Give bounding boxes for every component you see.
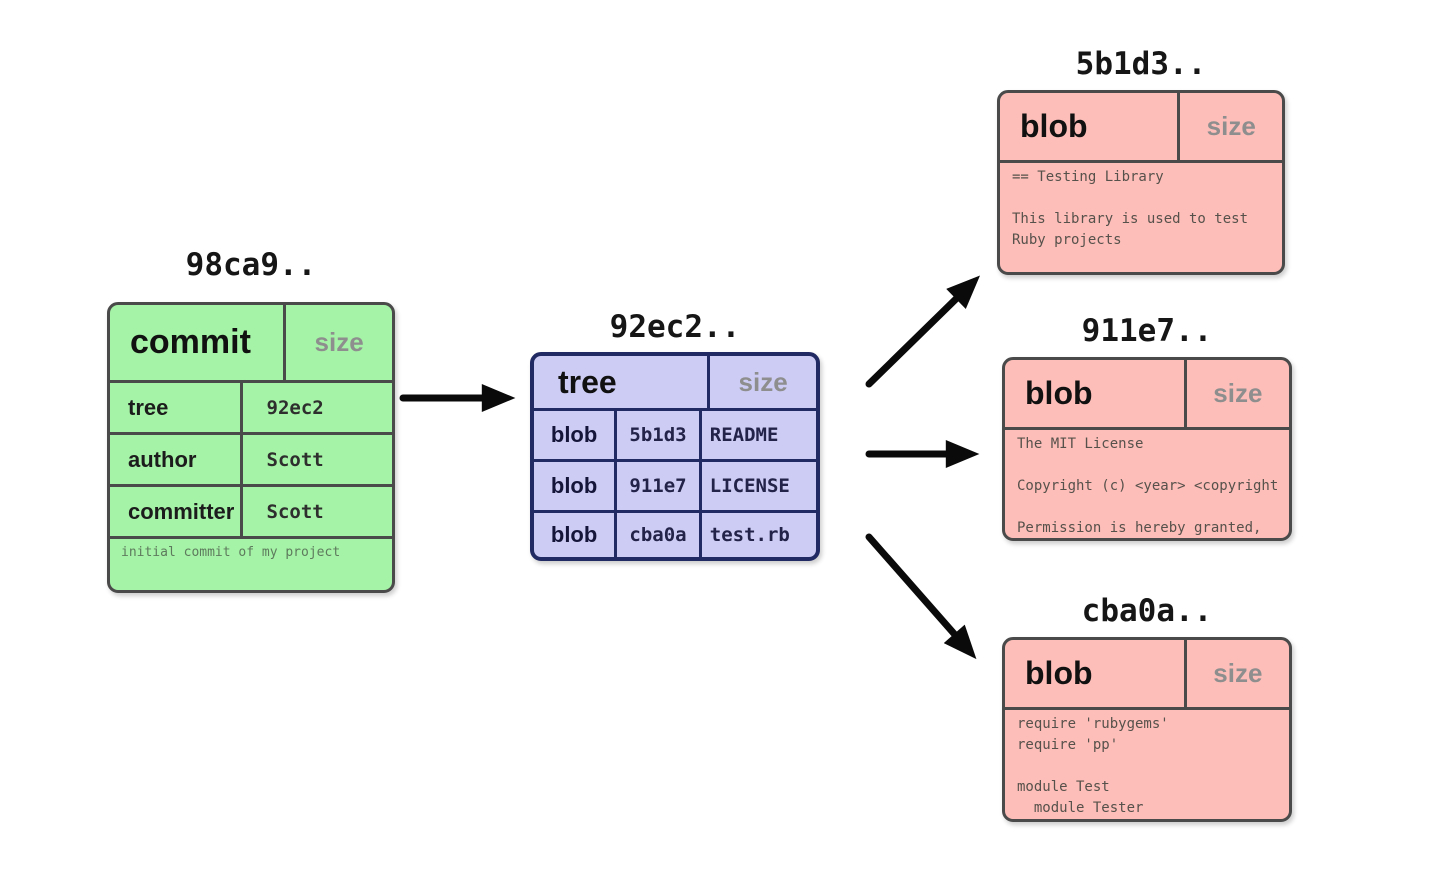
- blob-content-line: require 'pp': [1017, 737, 1119, 753]
- commit-row-value: Scott: [266, 448, 324, 471]
- commit-row-key: committer: [110, 487, 243, 536]
- blob-testrb-box: blob size require 'rubygems' require 'pp…: [1002, 637, 1292, 822]
- blob-size-label: size: [1213, 378, 1263, 408]
- tree-entry-type: blob: [534, 462, 618, 510]
- blob-readme-box: blob size == Testing Library This librar…: [997, 90, 1285, 275]
- tree-type-label: tree: [534, 356, 711, 408]
- blob-content-line: == Testing Library: [1012, 169, 1164, 185]
- blob-content-line: require 'rubygems': [1017, 716, 1169, 732]
- blob-readme-content: == Testing Library This library is used …: [1000, 163, 1282, 272]
- blob-license-box: blob size The MIT License Copyright (c) …: [1002, 357, 1292, 541]
- blob-size-label: size: [1213, 658, 1263, 688]
- blob-license-hash-label: 911e7..: [1081, 313, 1213, 349]
- blob-content-line: [1017, 497, 1289, 518]
- blob-header-row: blob size: [1005, 360, 1289, 430]
- blob-size-label: size: [1206, 111, 1256, 141]
- tree-size-label: size: [738, 366, 788, 397]
- arrow-tree-to-blob-readme: [865, 275, 981, 388]
- blob-content-line: Permission is hereby granted,: [1017, 520, 1262, 536]
- tree-hash-label: 92ec2..: [609, 309, 741, 345]
- blob-content-line: module Tester: [1017, 800, 1144, 816]
- blob-header-row: blob size: [1005, 640, 1289, 710]
- blob-type-label: blob: [1005, 640, 1187, 707]
- tree-entry-testrb: blob cba0a test.rb: [534, 513, 816, 557]
- tree-entry-name: test.rb: [709, 524, 790, 546]
- blob-license-content: The MIT License Copyright (c) <year> <co…: [1005, 430, 1289, 538]
- tree-header-row: tree size: [534, 356, 816, 411]
- blob-testrb-content: require 'rubygems' require 'pp' module T…: [1005, 710, 1289, 819]
- blob-content-line: This library is used to test: [1012, 211, 1249, 227]
- tree-entry-hash: cba0a: [617, 513, 702, 557]
- tree-entry-license: blob 911e7 LICENSE: [534, 462, 816, 513]
- commit-type-label: commit: [110, 305, 287, 380]
- commit-size-label: size: [314, 327, 364, 357]
- blob-content-line: module Test: [1017, 779, 1110, 795]
- tree-entry-type: blob: [534, 411, 618, 459]
- tree-entry-type: blob: [534, 513, 618, 557]
- tree-entry-readme: blob 5b1d3 README: [534, 411, 816, 462]
- blob-header-row: blob size: [1000, 93, 1282, 163]
- blob-type-label: blob: [1005, 360, 1187, 427]
- commit-row-key: tree: [110, 383, 243, 432]
- commit-row-tree: tree 92ec2: [110, 383, 392, 435]
- commit-hash-label: 98ca9..: [185, 247, 317, 283]
- tree-entry-name: LICENSE: [709, 475, 790, 497]
- blob-testrb-hash-label: cba0a..: [1081, 593, 1213, 629]
- commit-row-key: author: [110, 435, 243, 484]
- commit-row-value: Scott: [266, 500, 324, 523]
- commit-row-value: 92ec2: [266, 396, 324, 419]
- blob-content-line: [1012, 188, 1282, 209]
- commit-header-row: commit size: [110, 305, 392, 383]
- arrow-tree-to-blob-testrb: [865, 533, 977, 660]
- blob-content-line: The MIT License: [1017, 436, 1144, 452]
- commit-message: initial commit of my project: [121, 545, 341, 560]
- blob-content-line: [1017, 455, 1289, 476]
- commit-row-author: author Scott: [110, 435, 392, 487]
- tree-entry-hash: 911e7: [617, 462, 702, 510]
- blob-readme-hash-label: 5b1d3..: [1075, 46, 1207, 82]
- blob-content-line: Ruby projects: [1012, 232, 1122, 248]
- commit-object-box: commit size tree 92ec2 author Scott comm…: [107, 302, 395, 593]
- tree-entry-name: README: [709, 424, 779, 446]
- blob-content-line: [1017, 756, 1289, 777]
- tree-object-box: tree size blob 5b1d3 README blob 911e7 L…: [530, 352, 820, 561]
- blob-type-label: blob: [1000, 93, 1181, 160]
- commit-row-committer: committer Scott: [110, 487, 392, 539]
- tree-entry-hash: 5b1d3: [617, 411, 702, 459]
- blob-content-line: Copyright (c) <year> <copyright: [1017, 478, 1279, 494]
